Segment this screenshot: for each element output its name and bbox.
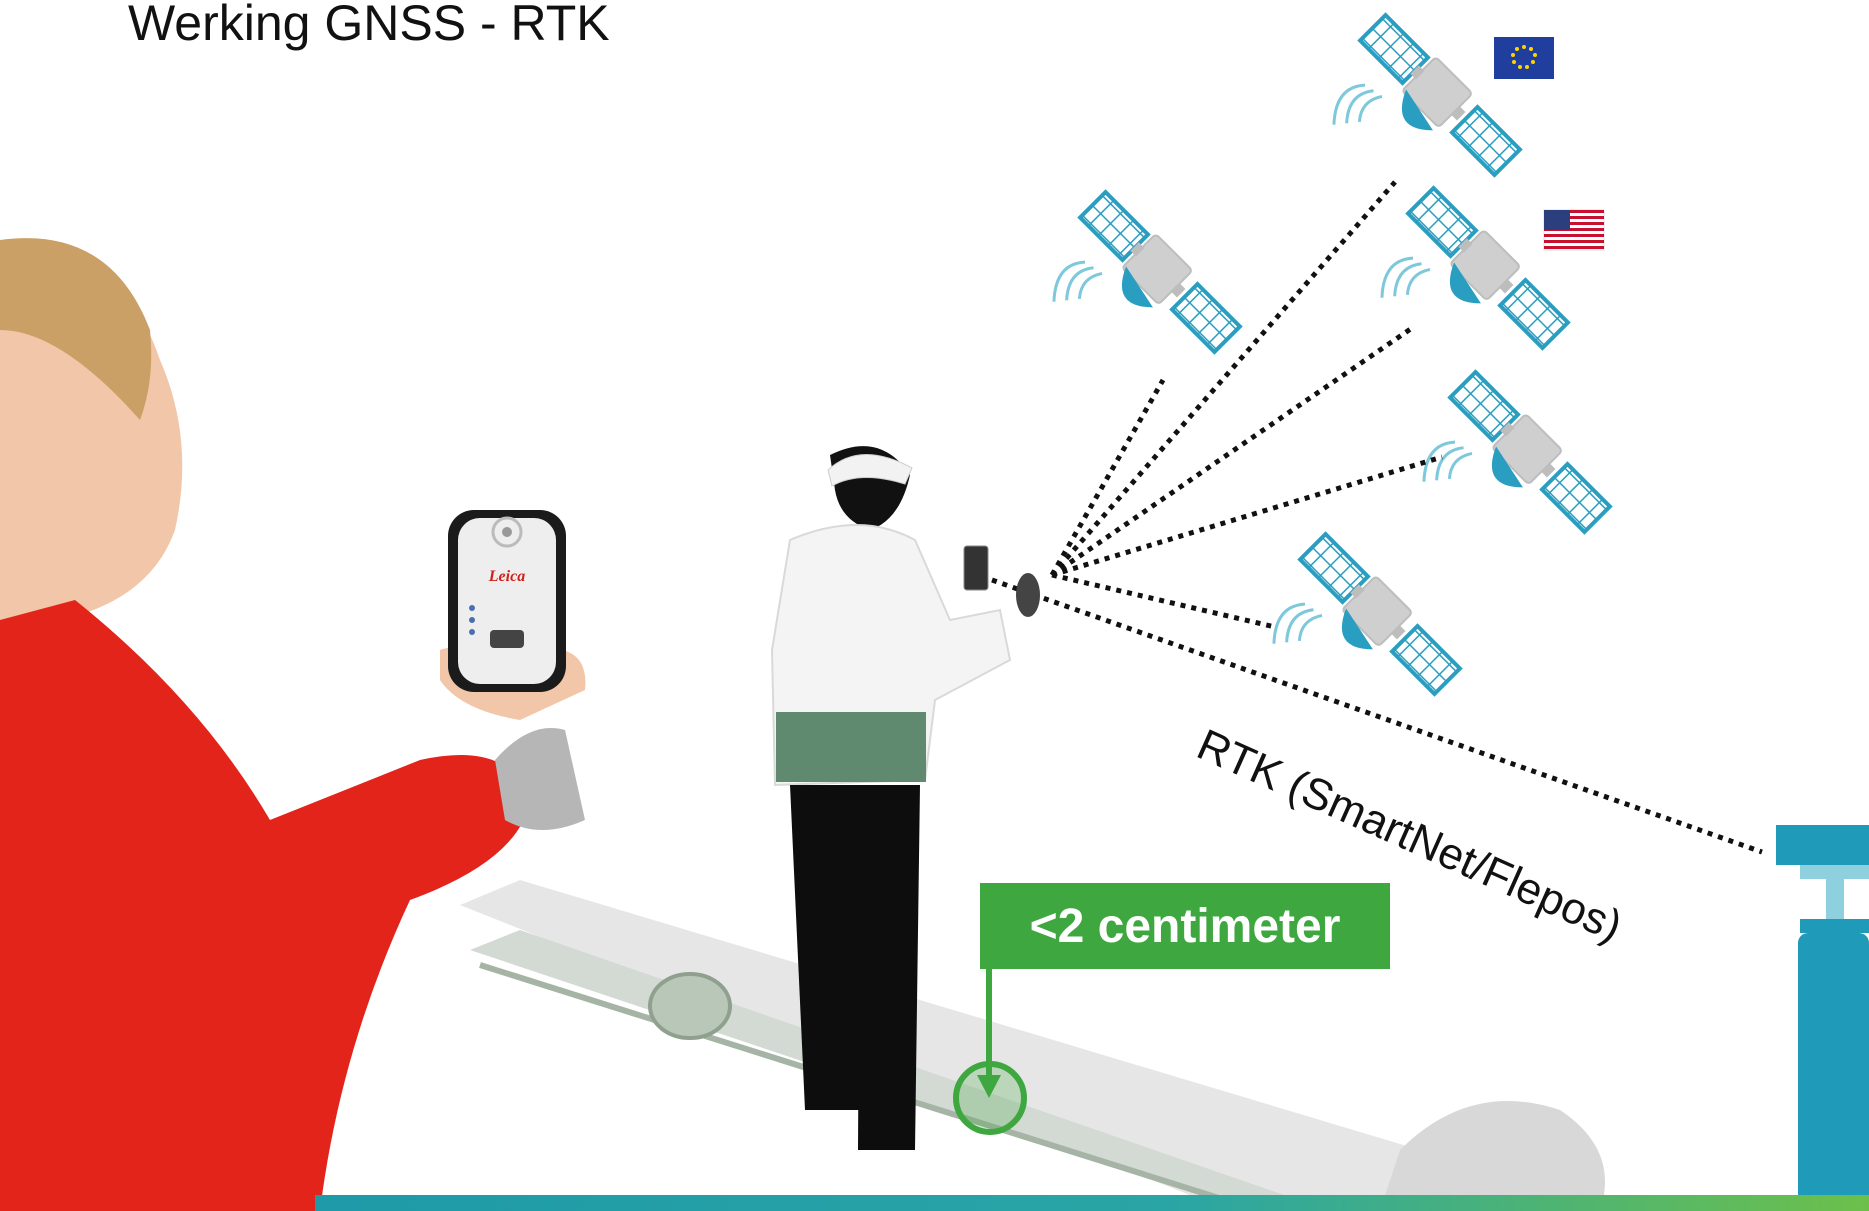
pipe-flange [648, 972, 732, 1040]
gnss-receiver-icon [1016, 573, 1040, 617]
eu-flag-icon [1494, 37, 1554, 79]
base-station-icon [1776, 825, 1869, 1211]
rock [1380, 1101, 1605, 1211]
us-flag-icon [1543, 209, 1605, 251]
rtk-line [991, 577, 1763, 855]
leica-logo: Leica [488, 568, 525, 585]
satellite-gps [1353, 184, 1572, 403]
slide-title: Werking GNSS - RTK [128, 0, 610, 51]
ground-strip [460, 880, 1420, 1211]
leica-receiver: Leica [448, 510, 566, 692]
satellite-low [1245, 530, 1464, 749]
signal-lines [991, 180, 1763, 855]
footer-bar [315, 1195, 1869, 1211]
satellite-right [1395, 368, 1614, 587]
satellite-galileo [1305, 11, 1524, 230]
phone-icon [963, 545, 989, 591]
accuracy-label: <2 centimeter [980, 883, 1390, 969]
accuracy-marker [953, 969, 1027, 1135]
surveyor-figure [770, 446, 1040, 1150]
woman-with-device: Leica [0, 238, 586, 1211]
satellite-left [1025, 188, 1244, 407]
